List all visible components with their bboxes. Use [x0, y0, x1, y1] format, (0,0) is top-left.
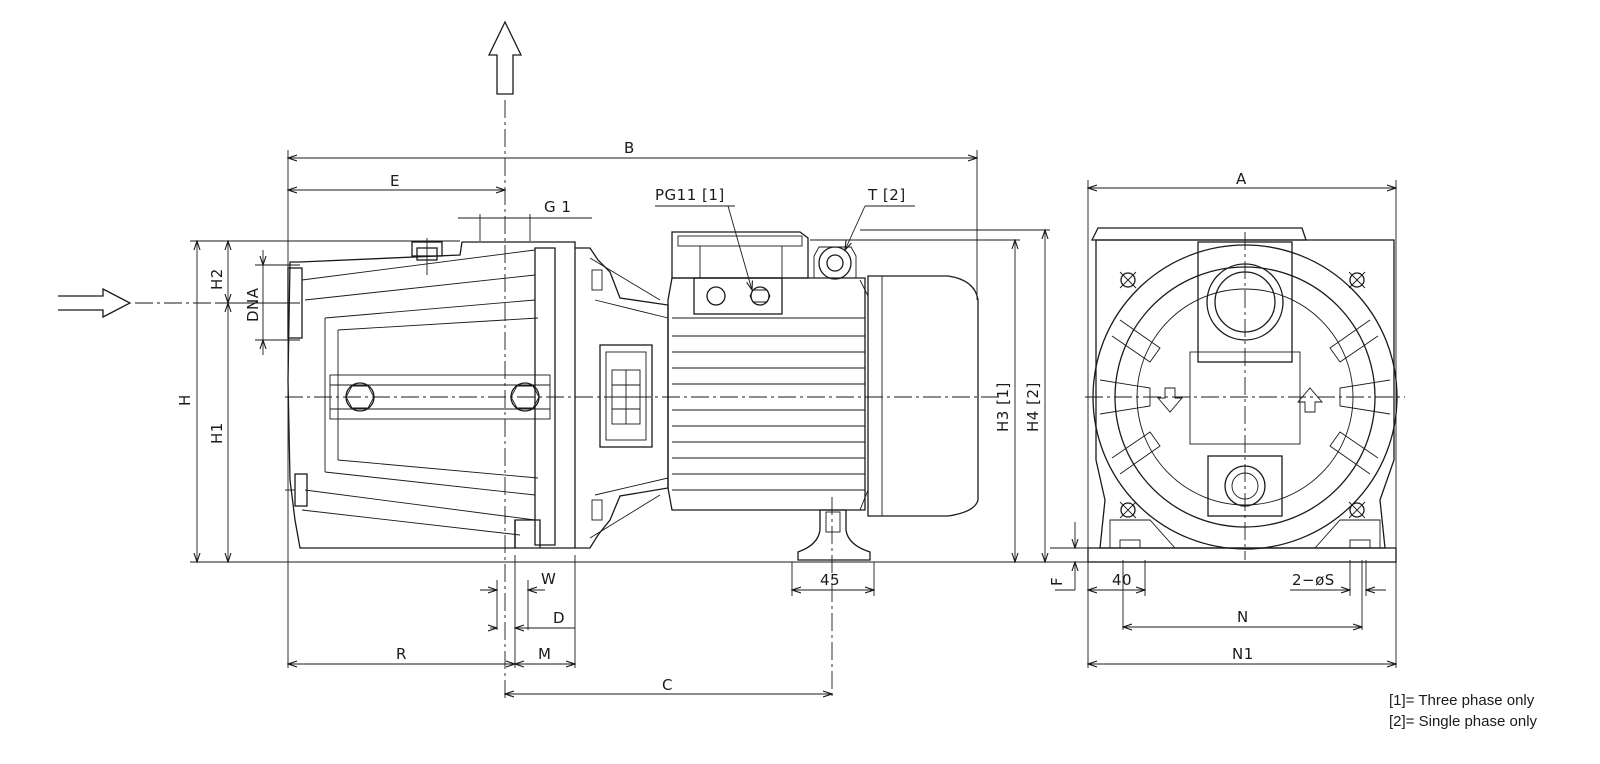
dim-label-s: 2−øS — [1292, 571, 1335, 589]
outlet-flow-arrow-icon — [487, 20, 523, 95]
dim-label-g1: G 1 — [544, 198, 571, 216]
dim-label-a: A — [1236, 170, 1247, 188]
note-three-phase: [1]= Three phase only — [1389, 692, 1535, 709]
bracket-side — [575, 247, 669, 549]
dimension-lines — [190, 150, 1396, 694]
dim-label-b: B — [624, 139, 635, 157]
pump-body-side — [285, 238, 576, 549]
dim-label-40: 40 — [1112, 571, 1132, 589]
pump-front-view — [1087, 227, 1398, 563]
dim-label-d: D — [553, 609, 565, 627]
dim-label-45: 45 — [820, 571, 840, 589]
dim-label-dna: DNA — [244, 287, 262, 322]
inlet-flow-arrow-icon — [58, 287, 132, 319]
dim-label-pg11: PG11 [1] — [655, 186, 725, 204]
dim-label-t: T [2] — [867, 186, 906, 204]
dim-label-h4: H4 [2] — [1024, 382, 1042, 432]
dim-label-h3: H3 [1] — [994, 382, 1012, 432]
dim-label-m: M — [538, 645, 551, 663]
dim-label-h2: H2 — [208, 268, 226, 290]
note-single-phase: [2]= Single phase only — [1389, 713, 1538, 730]
dim-label-r: R — [396, 645, 407, 663]
motor-side — [667, 231, 979, 561]
dim-label-c: C — [662, 676, 673, 694]
dim-label-f: F — [1048, 577, 1066, 586]
dim-label-n1: N1 — [1232, 645, 1254, 663]
dimension-labels: B E G 1 PG11 [1] T [2] H H2 H1 DNA H3 [1… — [176, 139, 1335, 694]
dim-label-h: H — [176, 394, 194, 406]
notes: [1]= Three phase only [2]= Single phase … — [1389, 692, 1538, 730]
dim-label-e: E — [390, 172, 400, 190]
dim-label-w: W — [541, 570, 556, 588]
dim-label-n: N — [1237, 608, 1249, 626]
dim-label-h1: H1 — [208, 422, 226, 444]
